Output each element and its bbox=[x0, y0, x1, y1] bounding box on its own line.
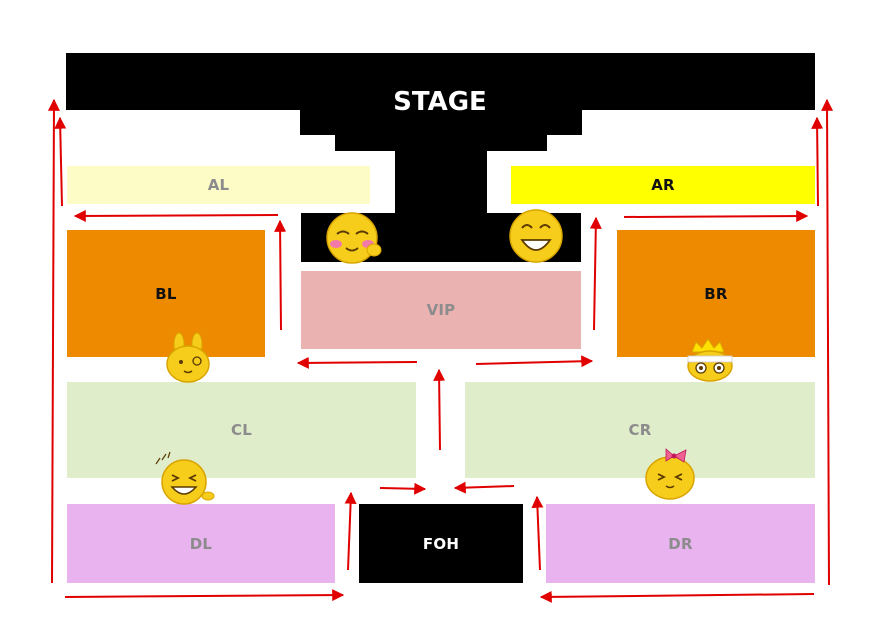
flow-arrow bbox=[344, 491, 357, 571]
laughing-face-icon bbox=[155, 451, 215, 505]
flow-arrow bbox=[64, 589, 345, 602]
section-cr-label: CR bbox=[628, 421, 652, 439]
flow-arrow bbox=[296, 356, 418, 369]
section-br-label: BR bbox=[704, 284, 728, 303]
section-ar[interactable]: AR bbox=[511, 166, 815, 204]
stage-label: STAGE bbox=[393, 87, 487, 117]
section-br[interactable]: BR bbox=[617, 230, 815, 357]
section-dr-label: DR bbox=[668, 534, 693, 553]
section-bl[interactable]: BL bbox=[67, 230, 265, 357]
section-ar-label: AR bbox=[651, 176, 675, 194]
section-al-label: AL bbox=[207, 176, 230, 194]
section-dr[interactable]: DR bbox=[546, 504, 815, 583]
section-foh[interactable]: FOH bbox=[359, 504, 523, 583]
flow-arrow bbox=[475, 355, 594, 368]
flow-arrow bbox=[821, 98, 834, 586]
flow-arrow bbox=[47, 98, 60, 584]
flow-arrows bbox=[47, 98, 834, 603]
section-dl-label: DL bbox=[189, 534, 213, 553]
flow-arrow bbox=[589, 216, 602, 331]
section-foh-label: FOH bbox=[422, 534, 460, 553]
flow-arrow bbox=[73, 209, 279, 222]
flow-arrow bbox=[531, 495, 544, 571]
blushing-face-icon bbox=[326, 212, 382, 264]
flow-arrow bbox=[453, 481, 515, 494]
flow-arrow bbox=[54, 116, 67, 207]
section-cr[interactable]: CR bbox=[465, 382, 815, 478]
crowned-face-icon bbox=[687, 338, 733, 382]
grinning-face-icon bbox=[509, 209, 563, 263]
flow-arrow bbox=[274, 219, 287, 331]
flow-arrow bbox=[623, 210, 809, 223]
section-cl-label: CL bbox=[231, 421, 252, 439]
section-vip-label: VIP bbox=[426, 301, 456, 319]
section-bl-label: BL bbox=[155, 284, 177, 303]
flow-arrow bbox=[379, 482, 427, 495]
flow-arrow bbox=[539, 590, 815, 603]
flow-arrow bbox=[433, 368, 446, 451]
bow-face-icon bbox=[645, 448, 695, 500]
section-cl[interactable]: CL bbox=[67, 382, 416, 478]
flow-arrow bbox=[811, 116, 824, 207]
section-al[interactable]: AL bbox=[67, 166, 370, 204]
section-vip[interactable]: VIP bbox=[301, 271, 581, 349]
bunny-face-icon bbox=[166, 332, 210, 383]
section-dl[interactable]: DL bbox=[67, 504, 335, 583]
